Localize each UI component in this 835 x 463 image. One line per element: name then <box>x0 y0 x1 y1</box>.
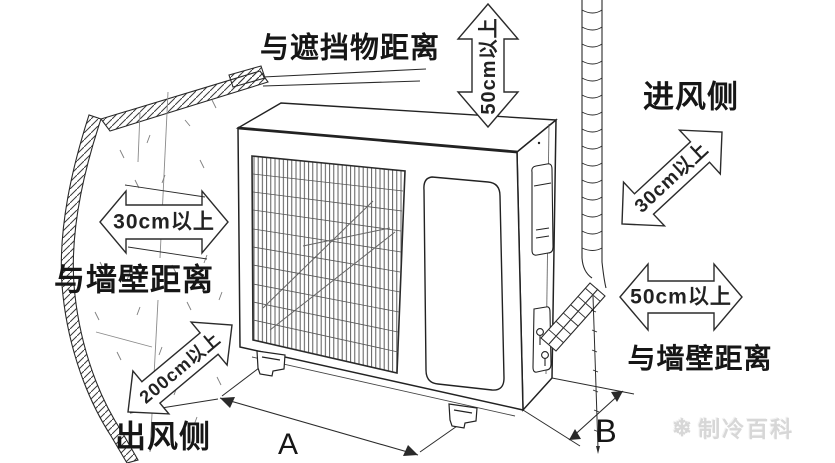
label-obstruction-distance: 与遮挡物距离 <box>259 32 441 65</box>
dimension-label-b: B <box>595 413 617 449</box>
clearance-value-right-wall: 50cm以上 <box>630 285 732 309</box>
feet <box>256 350 478 429</box>
obstruction-canopy <box>228 65 427 88</box>
grille-swoosh <box>262 200 396 331</box>
refrigerant-pipe <box>581 0 607 289</box>
clearance-arrow-intake <box>621 129 723 227</box>
watermark-text: 制冷百科 <box>698 417 795 442</box>
clearance-arrow-outlet <box>127 321 233 415</box>
side-panel <box>423 176 505 391</box>
clearance-arrow-left-wall <box>99 189 229 255</box>
front-grille <box>251 155 406 374</box>
label-outlet-side: 出风侧 <box>115 419 211 455</box>
clearance-arrow-right-wall <box>619 262 743 332</box>
dimension-lines <box>219 390 624 456</box>
handle <box>531 141 554 256</box>
watermark: ❄ 制冷百科 <box>672 412 794 444</box>
snowflake-logo-icon: ❄ <box>672 414 693 442</box>
label-intake-side: 进风侧 <box>643 79 739 115</box>
left-gap-guides <box>124 184 208 260</box>
drain-line <box>590 295 600 454</box>
label-right-wall-distance: 与墙壁距离 <box>627 343 773 374</box>
clearance-value-left-wall: 30cm以上 <box>113 210 215 234</box>
pipe-bundle <box>540 282 606 352</box>
dimension-label-a: A <box>277 428 299 461</box>
outdoor-unit <box>235 102 558 429</box>
clearance-arrow-top <box>456 2 520 129</box>
label-left-wall-distance: 与墙壁距离 <box>54 262 214 298</box>
clearance-value-top: 50cm以上 <box>478 17 500 115</box>
